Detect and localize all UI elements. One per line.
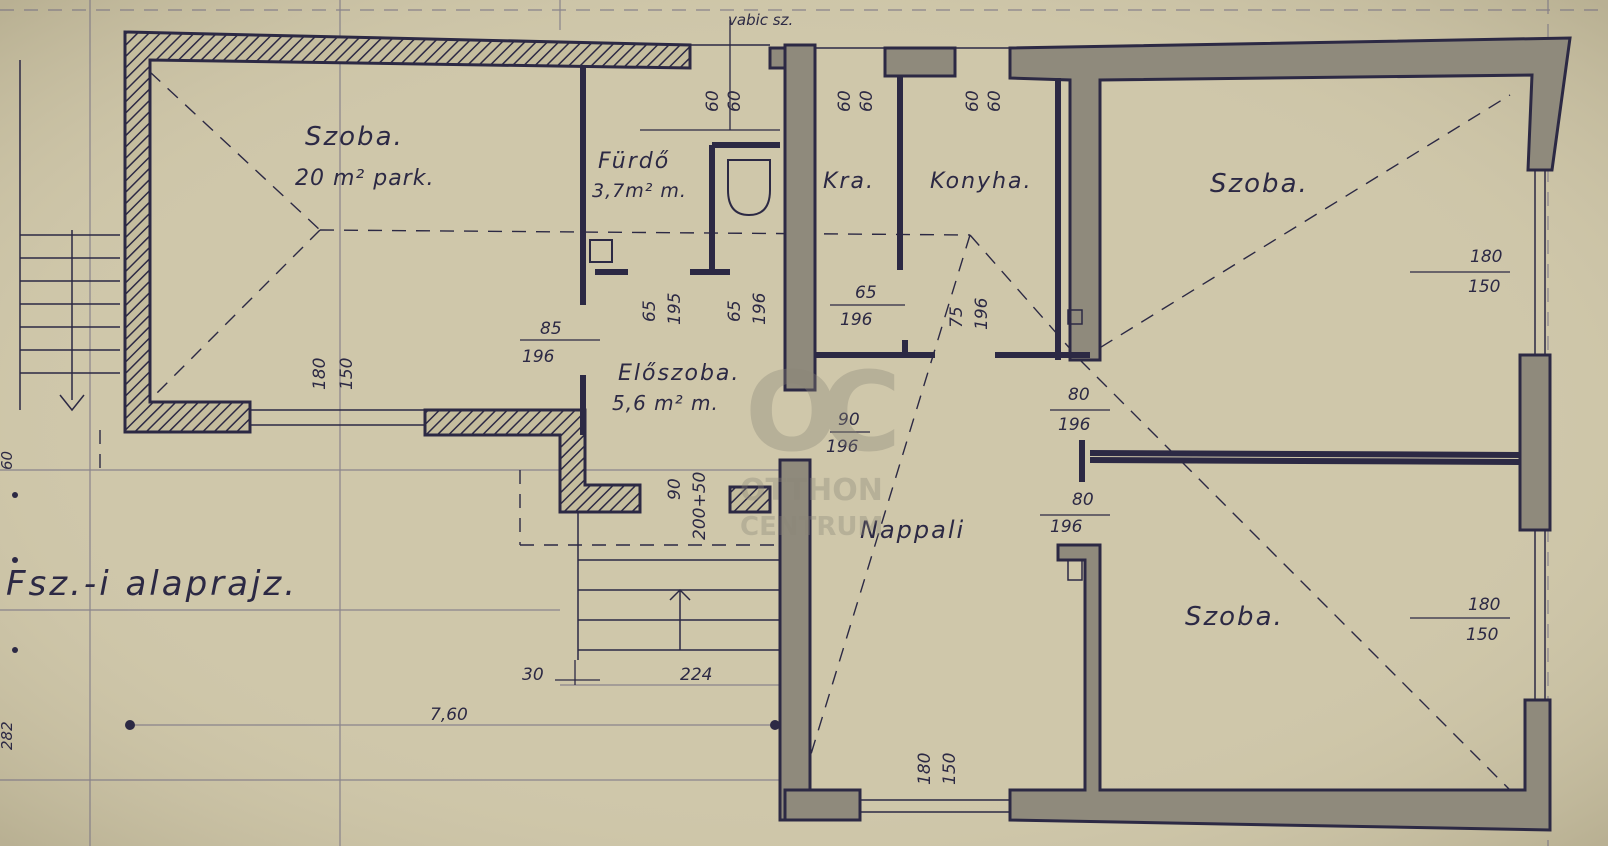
dim-d60a-bot: 60	[725, 90, 745, 112]
room-label-nappali: Nappali	[860, 516, 965, 544]
dim-d65b-top: 65	[725, 300, 745, 322]
dim-side-b: 282	[0, 721, 16, 750]
dimension-labels: 180 150 85 196 65 195 65 196 65 196 75 1…	[0, 90, 1502, 785]
toilet-fixture	[727, 159, 771, 217]
room-label-furdo: Fürdő	[598, 149, 670, 174]
watermark-logo: OC	[745, 348, 895, 476]
room-label-szoba-left: Szoba.	[305, 122, 404, 152]
dim-d30: 30	[522, 665, 544, 685]
dim-d75-bot: 196	[972, 297, 992, 330]
room-area-furdo: 3,7m² m.	[592, 180, 687, 202]
dim-d80b-bot: 196	[1050, 517, 1083, 537]
room-label-konyha: Konyha.	[930, 169, 1032, 194]
room-label-szoba-right-bottom: Szoba.	[1185, 602, 1284, 632]
dim-w-bot-bot: 150	[940, 753, 960, 785]
dim-w-rb-top: 180	[1468, 595, 1500, 615]
dim-w-left-bot: 150	[337, 358, 357, 390]
dim-d85-bot: 196	[522, 347, 555, 367]
wall-left-room	[123, 30, 692, 434]
room-label-kra: Kra.	[823, 169, 875, 194]
watermark-line1: OTTHON	[740, 473, 883, 508]
dim-w-rt-bot: 150	[1468, 277, 1500, 297]
dim-d60b-top: 60	[835, 90, 855, 112]
walls	[123, 30, 1572, 832]
dim-w-bot-top: 180	[915, 753, 935, 785]
dim-w-rt-top: 180	[1470, 247, 1502, 267]
watermark: OC OTTHON CENTRUM	[740, 348, 913, 542]
dim-d60c-bot: 60	[985, 90, 1005, 112]
dim-d60b-bot: 60	[857, 90, 877, 112]
dim-d80a-top: 80	[1068, 385, 1090, 405]
top-note: vabic sz.	[728, 11, 793, 29]
dim-w-left-top: 180	[310, 358, 330, 390]
room-labels: Szoba. 20 m² park. Fürdő 3,7m² m. Kra. K…	[295, 122, 1309, 632]
room-label-szoba-right-top: Szoba.	[1210, 169, 1309, 199]
stairs-entrance	[577, 510, 780, 660]
dim-d90b-top: 90	[665, 478, 685, 500]
room-area-szoba-left: 20 m² park.	[295, 166, 434, 191]
dim-side-a: 60	[0, 451, 16, 470]
room-area-eloszoba: 5,6 m² m.	[612, 391, 719, 415]
dim-d224: 224	[680, 665, 712, 685]
drawing-title: Fsz.-i alaprajz.	[6, 564, 298, 604]
dim-d760: 7,60	[430, 705, 468, 725]
dim-d65b-bot: 196	[750, 292, 770, 325]
dim-d65a-bot: 195	[665, 293, 685, 325]
dim-d90b-bot: 200+50	[690, 472, 710, 540]
dim-d85-top: 85	[540, 319, 562, 339]
dim-d75-top: 75	[947, 306, 967, 328]
dim-d80a-bot: 196	[1058, 415, 1091, 435]
dim-d80b-top: 80	[1072, 490, 1094, 510]
dim-d90a-top: 90	[838, 410, 860, 430]
room-label-eloszoba: Előszoba.	[618, 361, 740, 386]
dim-d60a-top: 60	[703, 90, 723, 112]
dim-d65c-top: 65	[855, 283, 877, 303]
dim-d90a-bot: 196	[826, 437, 859, 457]
dim-d60c-top: 60	[963, 90, 983, 112]
dim-d65a-top: 65	[640, 300, 660, 322]
roof-dashed-lines	[99, 71, 1511, 791]
stairs-left	[19, 60, 120, 412]
watermark-line2: CENTRUM	[740, 512, 883, 542]
dim-w-rb-bot: 150	[1466, 625, 1498, 645]
dim-d65c-bot: 196	[840, 310, 873, 330]
